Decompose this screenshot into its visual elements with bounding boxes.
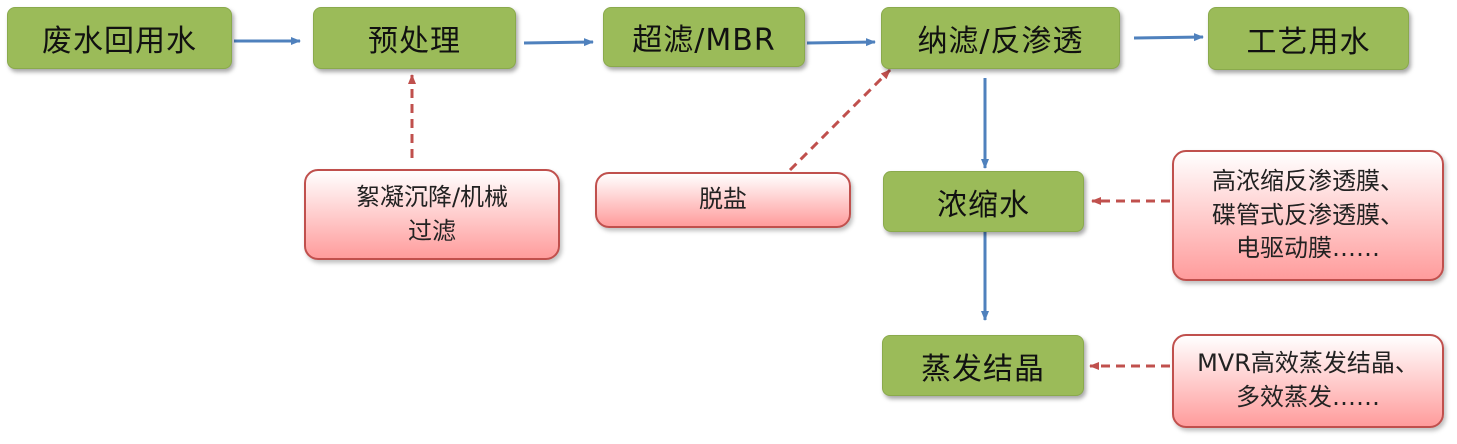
note-membranes-line-1: 高浓缩反渗透膜、	[1212, 167, 1404, 196]
note-coagulation-line-2: 过滤	[408, 216, 456, 245]
note-membranes-line-3: 电驱动膜……	[1236, 234, 1380, 263]
arrow-nf-to-process-water	[1133, 33, 1204, 42]
arrow-uf-to-nf	[806, 38, 876, 47]
node-wastewater-reuse: 废水回用水	[7, 7, 232, 69]
node-process-water: 工艺用水	[1208, 7, 1409, 70]
arrow-desalination-to-nf	[788, 68, 892, 172]
node-nf-ro-label: 纳滤/反渗透	[917, 24, 1084, 59]
node-concentrate: 浓缩水	[883, 171, 1084, 232]
node-wastewater-reuse-label: 废水回用水	[42, 24, 197, 59]
node-pretreatment-label: 预处理	[368, 24, 461, 59]
node-evaporation: 蒸发结晶	[882, 335, 1084, 396]
node-process-water-label: 工艺用水	[1246, 24, 1371, 60]
note-mvr-line-2: 多效蒸发……	[1236, 383, 1380, 411]
node-pretreatment: 预处理	[313, 7, 516, 69]
note-membranes-line-2: 碟管式反渗透膜、	[1212, 200, 1404, 229]
note-membranes: 高浓缩反渗透膜、 碟管式反渗透膜、 电驱动膜……	[1172, 150, 1444, 281]
node-uf-mbr-label: 超滤/MBR	[632, 23, 776, 58]
node-uf-mbr: 超滤/MBR	[603, 7, 805, 67]
node-nf-ro: 纳滤/反渗透	[881, 7, 1120, 69]
note-desalination: 脱盐	[595, 172, 851, 228]
arrow-pretreatment-to-uf	[523, 38, 594, 47]
node-evaporation-label: 蒸发结晶	[921, 351, 1045, 387]
note-mvr: MVR高效蒸发结晶、 多效蒸发……	[1172, 334, 1444, 428]
note-coagulation-line-1: 絮凝沉降/机械	[355, 182, 509, 211]
note-coagulation: 絮凝沉降/机械 过滤	[304, 169, 560, 260]
note-mvr-line-1: MVR高效蒸发结晶、	[1197, 349, 1419, 378]
note-desalination-label: 脱盐	[699, 185, 747, 214]
node-concentrate-label: 浓缩水	[937, 187, 1030, 223]
